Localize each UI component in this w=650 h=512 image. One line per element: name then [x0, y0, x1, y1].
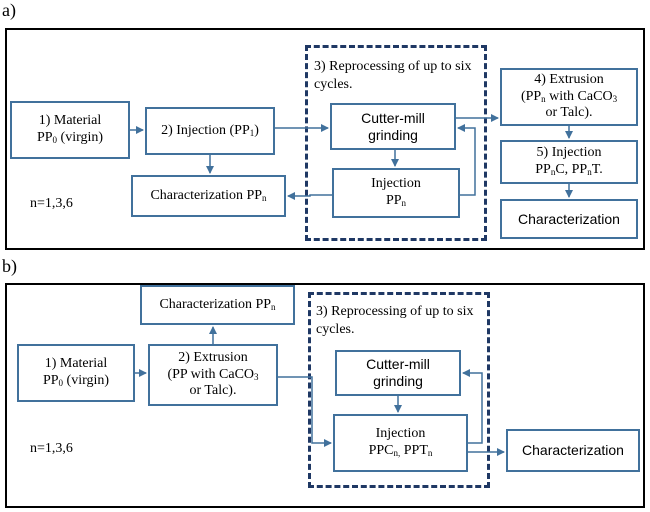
panel-b-injection-box: Injection PPCn, PPTn	[333, 414, 468, 472]
arrow-a-loop-back	[457, 124, 476, 196]
panel-a-injection5-box: 5) Injection PPnC, PPnT.	[500, 140, 638, 184]
arrow-b-loop-back	[462, 369, 483, 444]
panel-b-characterization-box: Characterization PPn	[140, 285, 295, 325]
panel-b-characterization-final-box: Characterization	[506, 429, 640, 472]
panel-a-characterization-final-box: Characterization	[500, 199, 638, 239]
panel-a-cutter-mill-box: Cutter-mill grinding	[330, 103, 456, 150]
panel-b-cutter-mill-box: Cutter-mill grinding	[335, 350, 461, 396]
panel-a-cycles-note: n=1,3,6	[30, 196, 73, 211]
panel-a-reprocessing-group	[305, 45, 487, 241]
panel-a-reprocessing-label: 3) Reprocessing of up to six cycles.	[314, 59, 472, 92]
panel-b-reprocessing-group	[308, 292, 490, 488]
arrow-b-extrusion-to-injection	[278, 376, 332, 447]
panel-a-material-box: 1) Material PP0 (virgin)	[10, 101, 130, 159]
panel-a-extrusion-box: 4) Extrusion (PPn with CaCO3 or Talc).	[500, 68, 638, 126]
panel-a-injection-box: 2) Injection (PP1)	[145, 107, 275, 155]
panel-a-injection-ppn-box: Injection PPn	[332, 168, 460, 218]
panel-b-material-box: 1) Material PP0 (virgin)	[17, 344, 135, 402]
panel-b-cycles-note: n=1,3,6	[30, 441, 73, 456]
panel-a-characterization-box: Characterization PPn	[131, 175, 286, 217]
panel-a-label: a)	[2, 0, 16, 20]
panel-b-extrusion-box: 2) Extrusion (PP with CaCO3 or Talc).	[148, 344, 278, 406]
arrow-a-injection-to-characterization-left	[287, 192, 332, 200]
panel-b-reprocessing-label: 3) Reprocessing of up to six cycles.	[316, 304, 474, 337]
panel-b-label: b)	[2, 256, 17, 276]
